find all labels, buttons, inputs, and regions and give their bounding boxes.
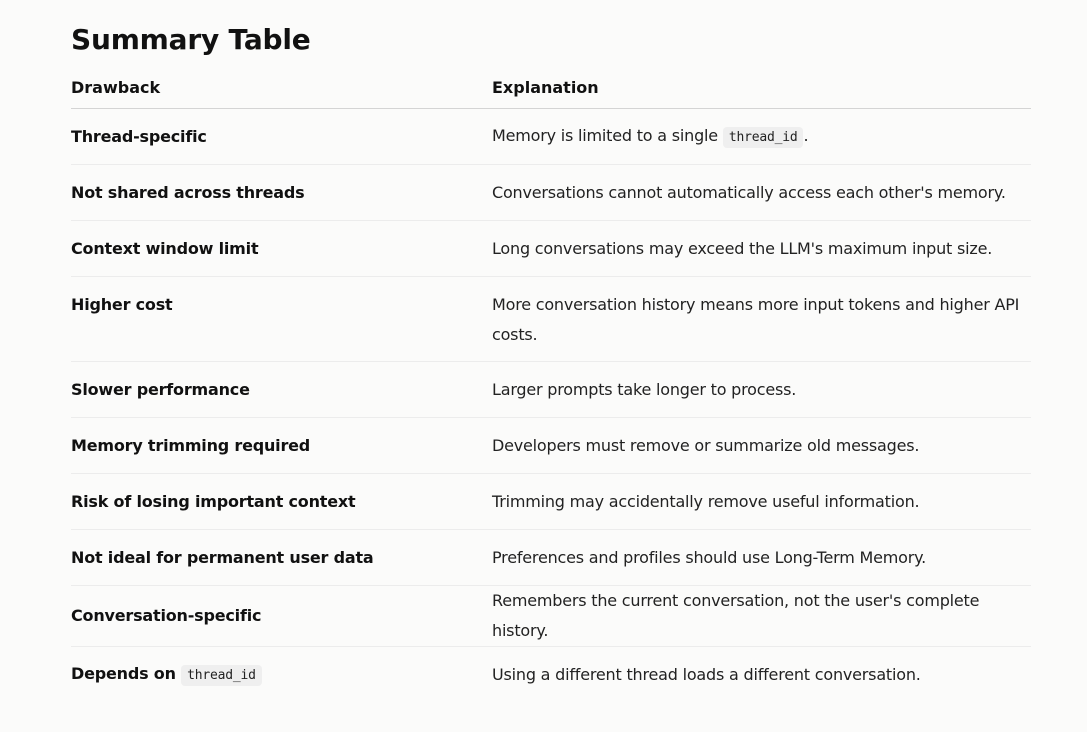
explanation-cell: Long conversations may exceed the LLM's … xyxy=(492,220,1031,277)
inline-code: thread_id xyxy=(722,126,804,148)
table-header-row: Drawback Explanation xyxy=(71,67,1031,109)
drawback-cell: Depends on thread_id xyxy=(71,647,492,703)
drawback-cell: Slower performance xyxy=(71,361,492,418)
drawback-cell: Context window limit xyxy=(71,220,492,277)
explanation-cell: Larger prompts take longer to process. xyxy=(492,361,1031,418)
drawback-cell: Thread-specific xyxy=(71,108,492,165)
explanation-text-after: . xyxy=(803,125,809,145)
table-row: Not shared across threads Conversations … xyxy=(71,164,1031,221)
explanation-cell: Remembers the current conversation, not … xyxy=(492,585,1031,647)
explanation-text: Memory is limited to a single xyxy=(492,125,723,145)
table-row: Memory trimming required Developers must… xyxy=(71,417,1031,474)
explanation-cell: Preferences and profiles should use Long… xyxy=(492,529,1031,586)
drawback-cell: Higher cost xyxy=(71,276,492,362)
explanation-cell: Memory is limited to a single thread_id. xyxy=(492,108,1031,165)
table-row: Risk of losing important context Trimmin… xyxy=(71,473,1031,530)
table-row: Depends on thread_id Using a different t… xyxy=(71,647,1031,703)
drawback-cell: Conversation-specific xyxy=(71,585,492,647)
drawback-cell: Not ideal for permanent user data xyxy=(71,529,492,586)
summary-table: Drawback Explanation Thread-specific Mem… xyxy=(71,67,1031,702)
table-row: Thread-specific Memory is limited to a s… xyxy=(71,108,1031,165)
table-row: Conversation-specific Remembers the curr… xyxy=(71,585,1031,647)
document-content: Summary Table Drawback Explanation Threa… xyxy=(71,0,1031,702)
explanation-cell: Trimming may accidentally remove useful … xyxy=(492,473,1031,530)
drawback-cell: Not shared across threads xyxy=(71,164,492,221)
table-row: Higher cost More conversation history me… xyxy=(71,276,1031,362)
drawback-text: Depends on xyxy=(71,663,182,683)
table-row: Not ideal for permanent user data Prefer… xyxy=(71,529,1031,586)
explanation-cell: Conversations cannot automatically acces… xyxy=(492,164,1031,221)
drawback-cell: Risk of losing important context xyxy=(71,473,492,530)
drawback-cell: Memory trimming required xyxy=(71,417,492,474)
explanation-cell: More conversation history means more inp… xyxy=(492,276,1031,362)
section-heading: Summary Table xyxy=(71,23,311,56)
table-row: Context window limit Long conversations … xyxy=(71,220,1031,277)
explanation-cell: Developers must remove or summarize old … xyxy=(492,417,1031,474)
column-header-drawback: Drawback xyxy=(71,67,492,109)
table-row: Slower performance Larger prompts take l… xyxy=(71,361,1031,418)
inline-code: thread_id xyxy=(181,664,262,686)
explanation-cell: Using a different thread loads a differe… xyxy=(492,664,921,684)
column-header-explanation: Explanation xyxy=(492,67,1031,109)
